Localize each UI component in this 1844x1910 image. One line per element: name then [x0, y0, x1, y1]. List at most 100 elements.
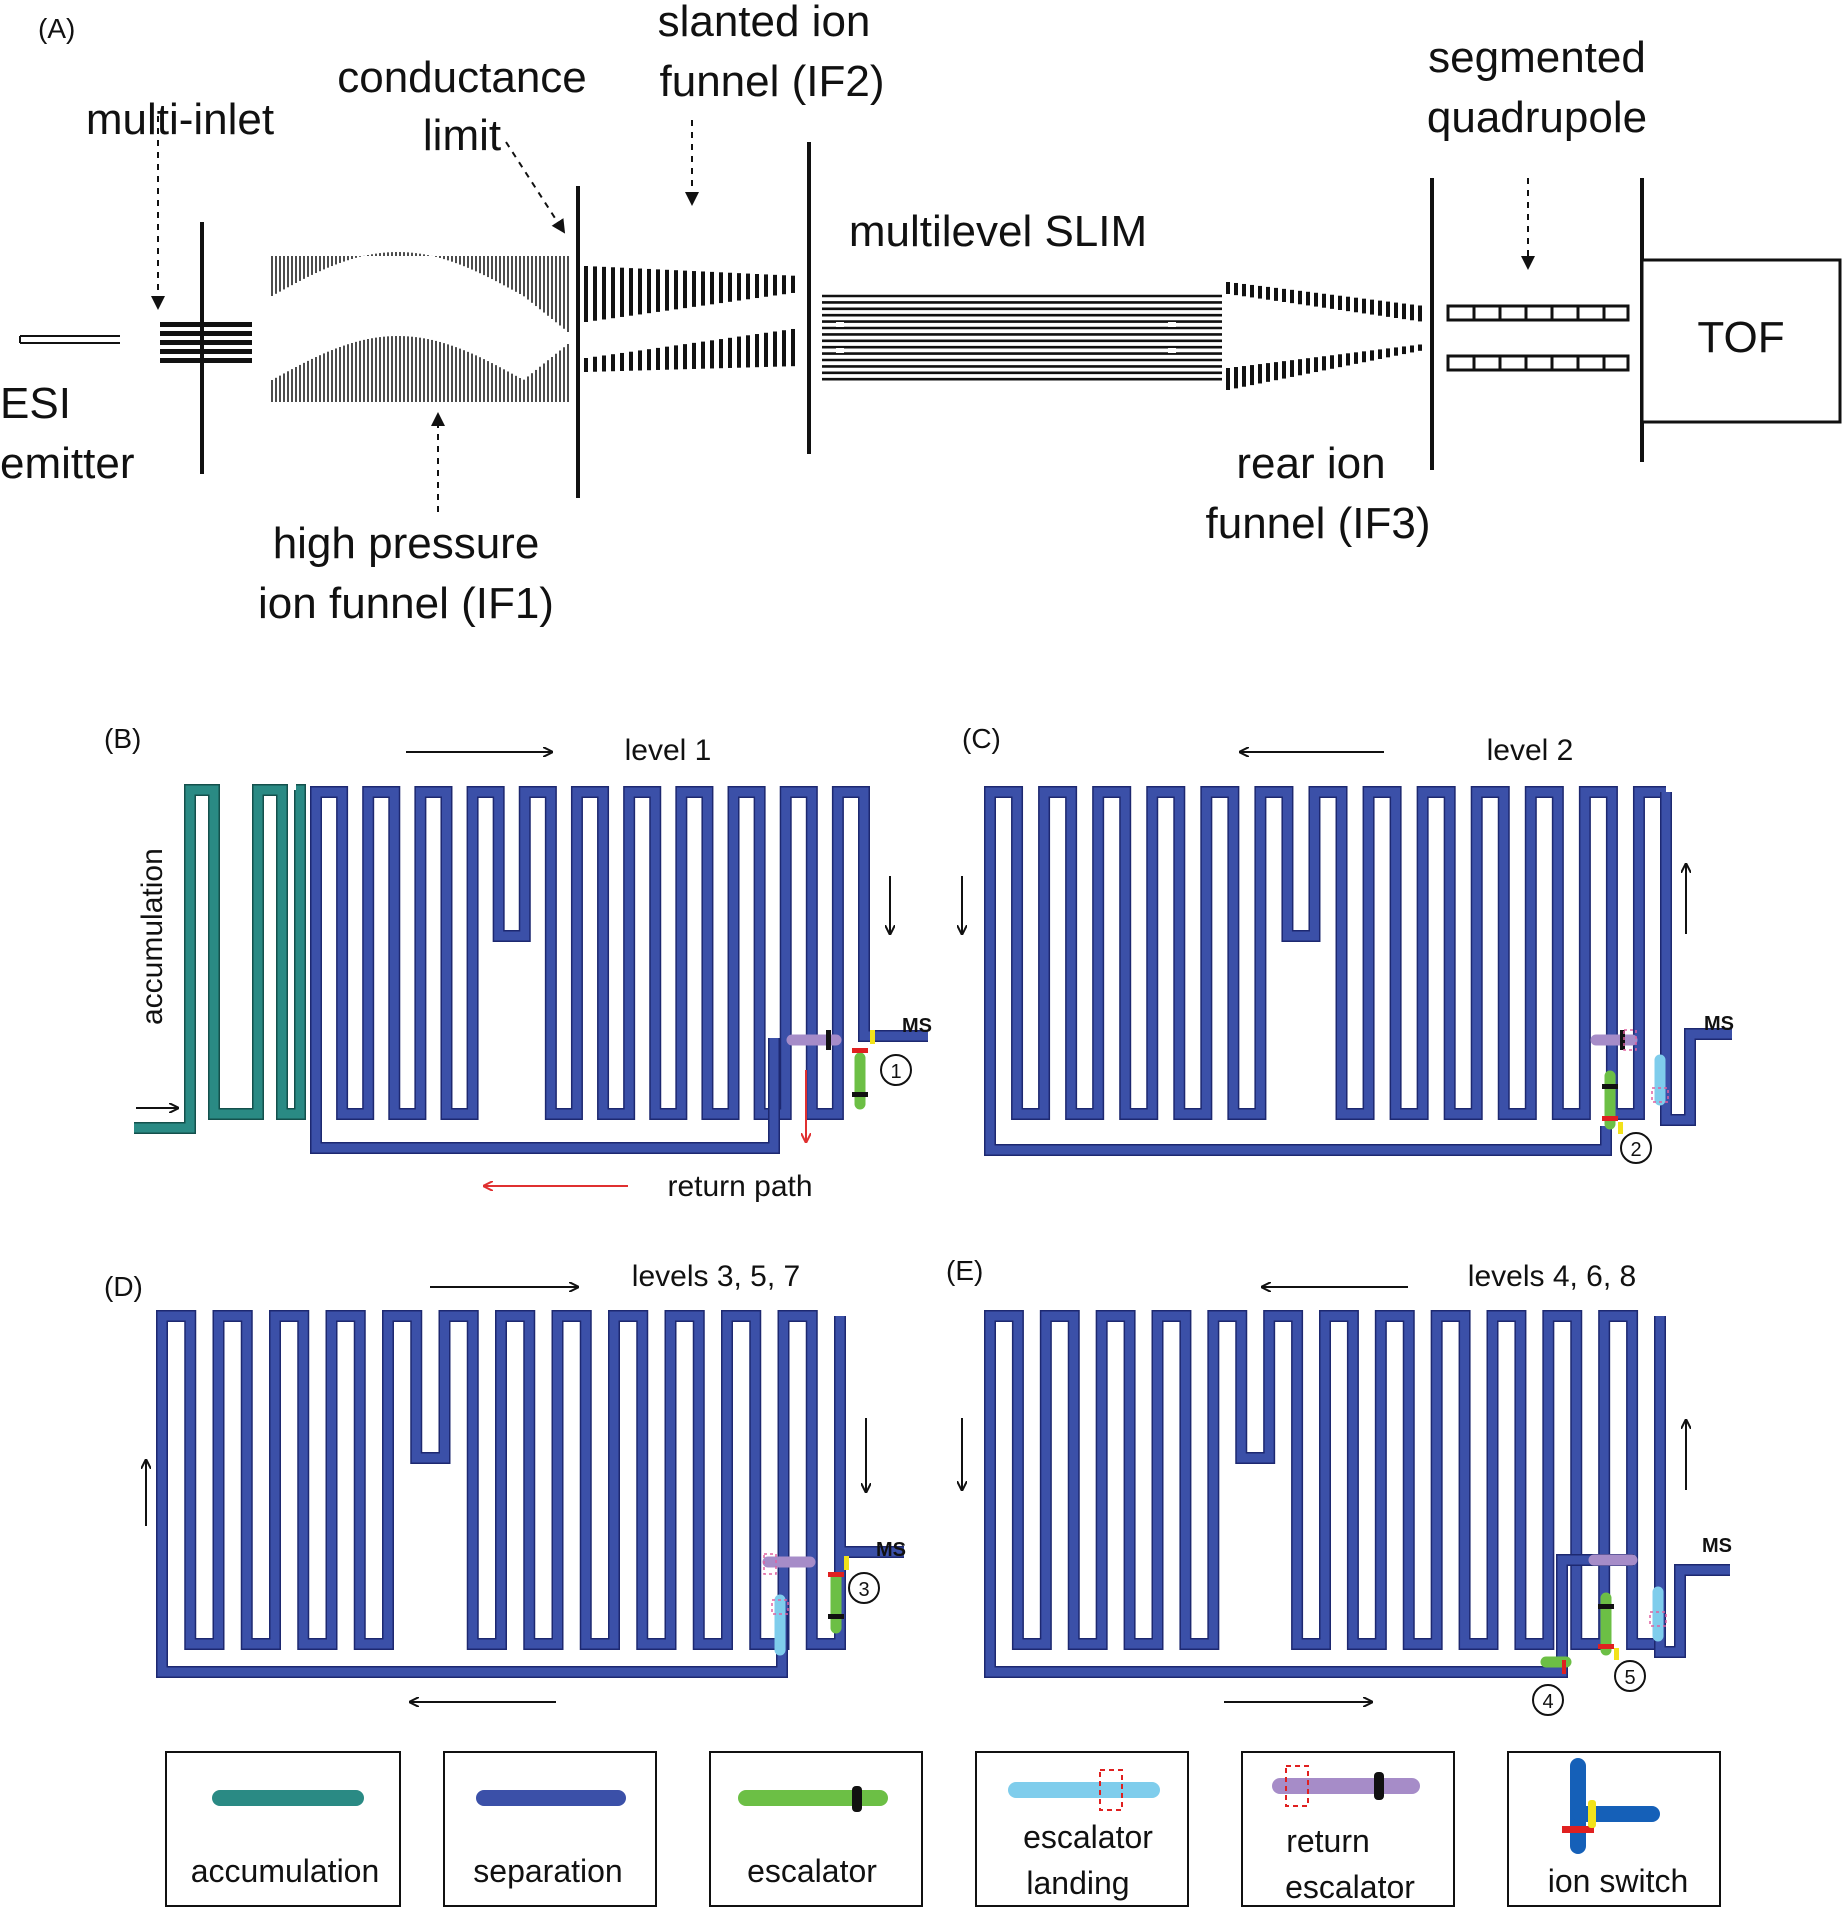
legend-escalator: escalator: [709, 1751, 923, 1907]
tof-box: [1640, 258, 1842, 424]
esi-label-1: ESI: [0, 379, 71, 428]
legend-escalator-landing: escalator landing: [975, 1751, 1189, 1907]
panel-e-ms-label: MS: [1702, 1535, 1732, 1557]
return-escalator-stop: [1620, 1030, 1625, 1050]
legend-separation-label: separation: [473, 1853, 622, 1889]
legend-accumulation: accumulation: [165, 1751, 401, 1907]
return-escalator-stop: [826, 1030, 831, 1050]
segmented-quadrupole: [1446, 304, 1630, 372]
switch-red: [852, 1048, 868, 1053]
conductance-limit-arrow: [505, 141, 566, 234]
exit-track: [1661, 792, 1732, 1125]
legend: accumulation separation escalator escala…: [165, 1751, 1721, 1907]
escalator-stop: [852, 1092, 868, 1097]
rear-label-1: rear ion: [1236, 439, 1385, 488]
panel-b-title: level 1: [625, 734, 712, 767]
return-track-outline: [984, 1554, 1634, 1678]
panel-c: [984, 786, 1732, 1156]
panel-b: [134, 784, 928, 1154]
multilevel-slim: [822, 294, 1222, 381]
legend-separation: separation: [443, 1751, 657, 1907]
slim-gap: [1168, 348, 1176, 353]
escalator-stop: [828, 1614, 844, 1619]
separation-track: [985, 787, 1666, 1119]
return-track: [311, 1038, 779, 1153]
separation-track: [157, 1311, 904, 1649]
legend-return-escalator-label-2: escalator: [1285, 1869, 1415, 1905]
slim-gap: [836, 322, 844, 327]
legend-return-escalator: return escalator: [1241, 1751, 1455, 1907]
panel-a-tag: (A): [38, 13, 75, 44]
switch-red: [828, 1572, 844, 1577]
exit-track-outline: [1660, 792, 1732, 1126]
panel-e-annotations: (E) levels 4, 6, 8 MS: [946, 1255, 1732, 1702]
slim-label: multilevel SLIM: [849, 207, 1147, 256]
legend-ion-switch: ion switch: [1507, 1751, 1721, 1907]
switch-yellow: [1618, 1122, 1623, 1134]
return-escalator-landing-box: [1623, 1029, 1637, 1051]
panel-b-annotations: (B) level 1 accumulation return path MS: [104, 723, 932, 1203]
conductance-label-2: limit: [423, 111, 501, 160]
legend-accumulation-label: accumulation: [191, 1853, 380, 1889]
high-pressure-ion-funnel: [271, 252, 569, 402]
panel-c-title: level 2: [1487, 734, 1574, 767]
svg-text:3: 3: [858, 1579, 869, 1601]
tof-label: TOF: [1697, 313, 1784, 362]
panel-e: [984, 1310, 1730, 1678]
panel-e-tag: (E): [946, 1255, 983, 1286]
marker-5: 5: [1614, 1660, 1646, 1692]
slim-gap: [836, 348, 844, 353]
marker-3: 3: [848, 1572, 880, 1604]
return-path-label: return path: [667, 1170, 812, 1203]
escalator-landing-box: [1651, 1087, 1669, 1103]
switch-red: [1602, 1116, 1618, 1121]
panel-c-ms-label: MS: [1704, 1013, 1734, 1035]
switch-yellow: [870, 1030, 875, 1044]
escalator-stop: [1602, 1084, 1618, 1089]
slim-gap: [1168, 322, 1176, 327]
marker-4: 4: [1532, 1684, 1564, 1716]
panel-e-title: levels 4, 6, 8: [1468, 1260, 1636, 1293]
panel-d-title: levels 3, 5, 7: [632, 1260, 800, 1293]
marker-2: 2: [1620, 1132, 1652, 1164]
marker-1: 1: [880, 1054, 912, 1086]
svg-text:4: 4: [1542, 1691, 1553, 1713]
return-escalator-landing-box: [763, 1553, 777, 1575]
separation-track: [311, 787, 928, 1119]
legend-escalator-landing-label-2: landing: [1026, 1865, 1129, 1901]
panel-d-annotations: (D) levels 3, 5, 7 MS: [104, 1260, 906, 1702]
panel-b-tag: (B): [104, 723, 141, 754]
panel-a: (A): [0, 0, 1842, 628]
esi-label-2: emitter: [0, 439, 134, 488]
escalator-landing-box: [1649, 1611, 1667, 1627]
return-track: [985, 1555, 1634, 1677]
accumulation-label: accumulation: [136, 848, 169, 1025]
switch-red: [1598, 1644, 1614, 1649]
switch-yellow: [844, 1556, 849, 1570]
rear-label-2: funnel (IF3): [1206, 499, 1431, 548]
legend-ion-switch-label: ion switch: [1548, 1863, 1689, 1899]
hpif-label-1: high pressure: [273, 519, 540, 568]
separation-track-outline: [984, 786, 1666, 1120]
svg-text:1: 1: [890, 1061, 901, 1083]
switch-yellow: [1614, 1648, 1619, 1660]
escalator-stop: [1598, 1604, 1614, 1609]
segmented-label-1: segmented: [1428, 33, 1646, 82]
panel-c-annotations: (C) level 2 MS: [962, 723, 1734, 1035]
segmented-label-2: quadrupole: [1427, 93, 1647, 142]
panel-d-tag: (D): [104, 1271, 143, 1302]
accumulation-track: [134, 785, 305, 1133]
slanted-label-2: funnel (IF2): [660, 57, 885, 106]
return-track: [985, 1114, 1611, 1155]
rear-ion-funnel: [1226, 282, 1422, 390]
panel-c-tag: (C): [962, 723, 1001, 754]
panel-b-ms-label: MS: [902, 1015, 932, 1037]
esi-emitter: [19, 335, 120, 344]
legend-return-escalator-label-1: return: [1286, 1823, 1370, 1859]
hpif-label-2: ion funnel (IF1): [258, 579, 554, 628]
slanted-label-1: slanted ion: [658, 0, 871, 46]
legend-escalator-label: escalator: [747, 1853, 877, 1889]
exit-track: [1655, 1316, 1730, 1657]
panel-d: [156, 1310, 904, 1678]
